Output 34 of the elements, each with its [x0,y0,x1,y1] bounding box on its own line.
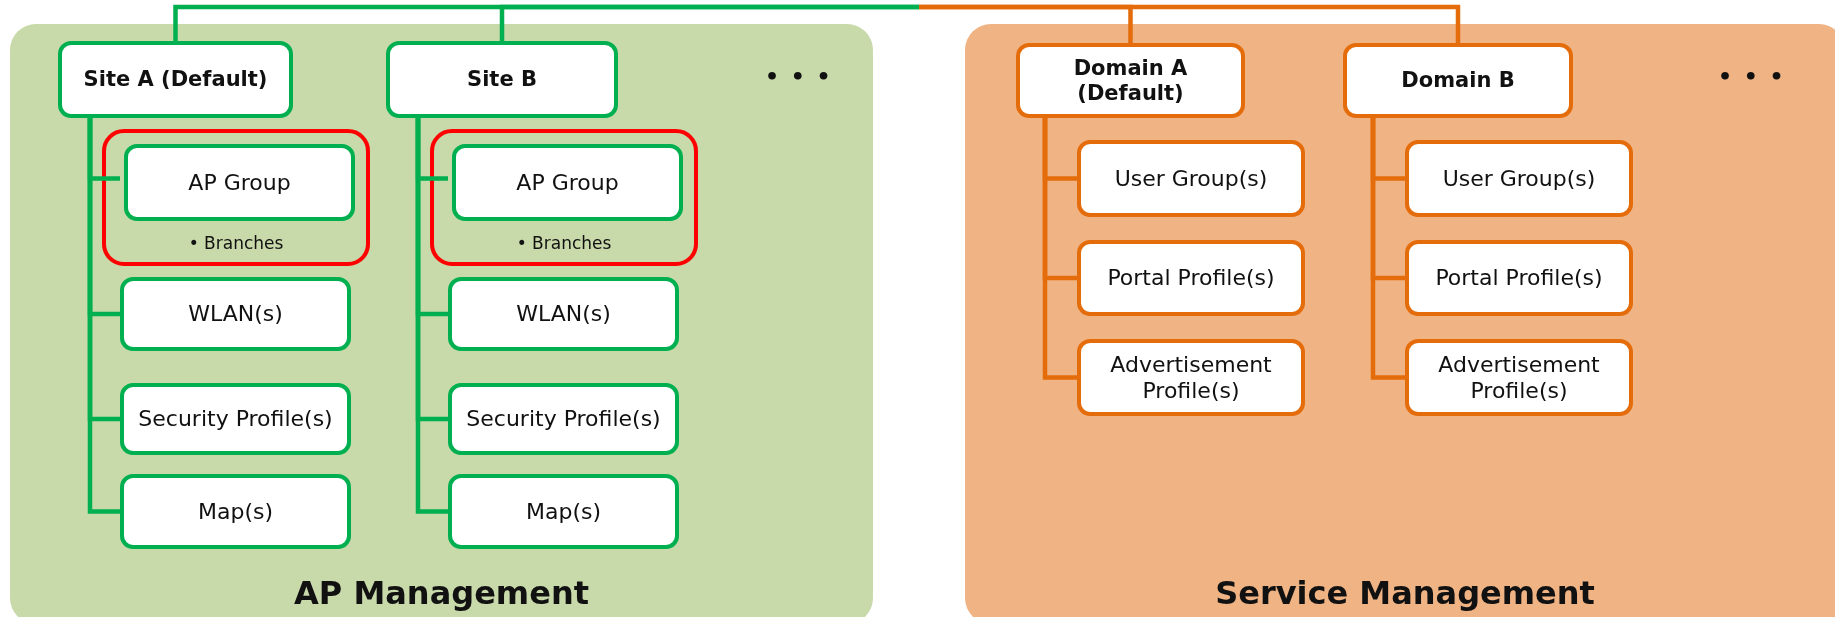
item-box: Map(s) [448,474,679,549]
header-box: Domain A (Default) [1016,43,1245,118]
panel-background [965,24,1835,617]
panel-background [10,24,873,617]
group-outline [102,129,370,266]
panel-title: Service Management [1215,574,1595,612]
header-box: Site A (Default) [58,41,293,118]
bullet-text: • Branches [516,233,612,253]
ellipsis-text: • • • [1718,64,1786,89]
connector-line [499,4,919,41]
item-box: WLAN(s) [448,277,679,351]
header-box: Site B [386,41,618,118]
group-outline [430,129,698,266]
header-box: Domain B [1343,43,1573,118]
item-box: WLAN(s) [120,277,351,351]
bullet-text: • Branches [188,233,284,253]
item-box: Portal Profile(s) [1405,240,1633,316]
connector-line [919,4,1461,43]
connector-line [1042,118,1077,380]
item-box: Map(s) [120,474,351,549]
connector-line [415,118,448,514]
item-box: Advertisement Profile(s) [1405,339,1633,416]
item-box: User Group(s) [1077,140,1305,217]
ellipsis-text: • • • [765,64,833,89]
item-box: Security Profile(s) [448,383,679,455]
connector-line [1370,118,1405,380]
item-box: AP Group [124,144,355,221]
item-box: User Group(s) [1405,140,1633,217]
item-box: AP Group [452,144,683,221]
item-box: Portal Profile(s) [1077,240,1305,316]
item-box: Security Profile(s) [120,383,351,455]
item-box: Advertisement Profile(s) [1077,339,1305,416]
connector-line [87,118,120,514]
panel-title: AP Management [294,574,589,612]
